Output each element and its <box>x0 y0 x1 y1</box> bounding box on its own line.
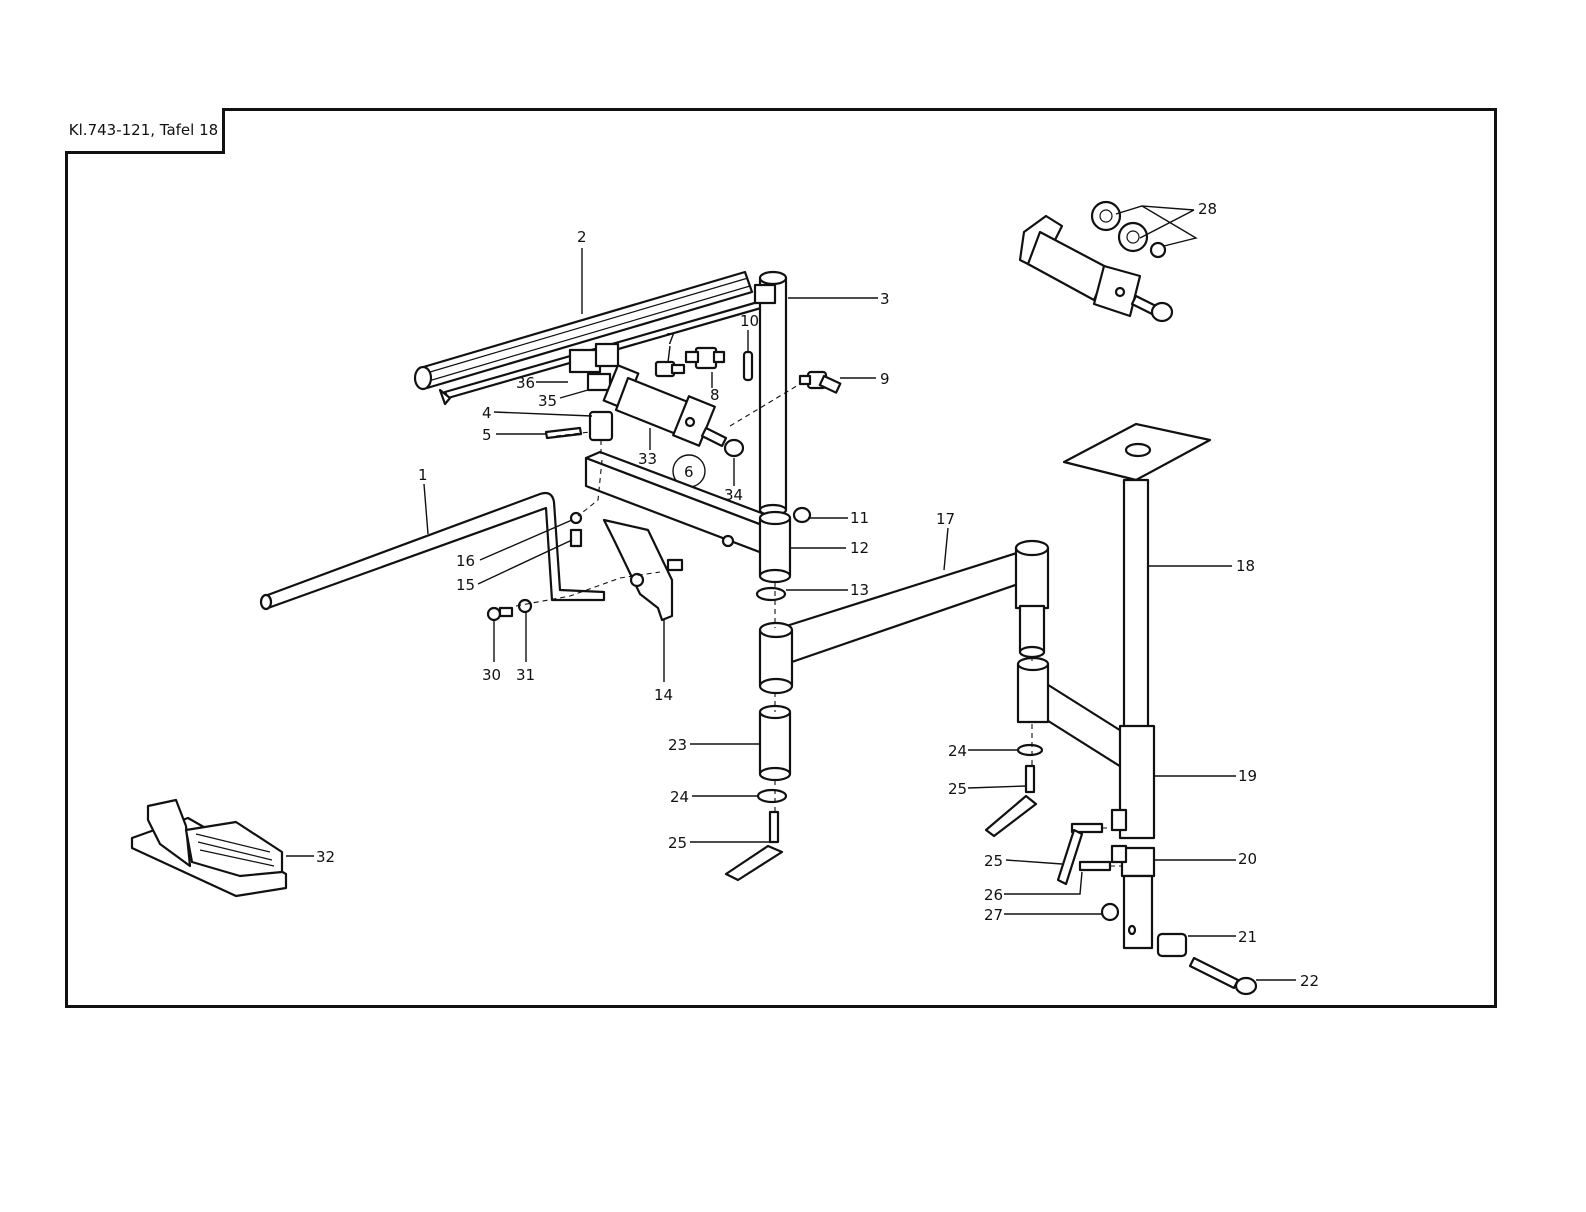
label-19: 19 <box>1238 767 1257 785</box>
label-31: 31 <box>516 666 535 684</box>
small-pin-part <box>546 428 581 438</box>
vertical-tube-part <box>755 272 786 515</box>
label-28: 28 <box>1198 200 1217 218</box>
label-35: 35 <box>538 392 557 410</box>
label-26: 26 <box>984 886 1003 904</box>
label-9: 9 <box>880 370 890 388</box>
pin-part <box>744 352 752 380</box>
label-8: 8 <box>710 386 720 404</box>
mounting-plate-part <box>604 520 682 620</box>
label-18: 18 <box>1236 557 1255 575</box>
long-arm-part <box>760 541 1048 693</box>
washer-31-part <box>519 600 531 612</box>
label-25-lower: 25 <box>984 852 1003 870</box>
label-20: 20 <box>1238 850 1257 868</box>
label-27: 27 <box>984 906 1003 924</box>
label-16: 16 <box>456 552 475 570</box>
screw-30-part <box>488 608 512 620</box>
collar-part <box>1112 846 1154 948</box>
nut-27-part <box>1102 904 1118 920</box>
label-17: 17 <box>936 510 955 528</box>
label-23: 23 <box>668 736 687 754</box>
bolt-22-part <box>1190 958 1256 994</box>
label-1: 1 <box>418 466 428 484</box>
label-3: 3 <box>880 290 890 308</box>
label-5: 5 <box>482 426 492 444</box>
screw-26-part <box>1080 862 1110 870</box>
label-6: 6 <box>684 463 694 481</box>
label-34: 34 <box>724 486 743 504</box>
ring-part <box>794 508 810 522</box>
label-13: 13 <box>850 581 869 599</box>
stand-post-part <box>1064 424 1210 728</box>
spacer-21-part <box>1158 934 1186 956</box>
foot-pedal-part <box>132 800 286 896</box>
label-12: 12 <box>850 539 869 557</box>
label-30: 30 <box>482 666 501 684</box>
label-7: 7 <box>666 330 676 348</box>
bracket-35-part <box>588 374 610 390</box>
block-4-part <box>590 412 612 440</box>
label-24-right: 24 <box>948 742 967 760</box>
label-24-left: 24 <box>670 788 689 806</box>
label-25-left: 25 <box>668 834 687 852</box>
label-4: 4 <box>482 404 492 422</box>
label-32: 32 <box>316 848 335 866</box>
clamp-lever-left-part <box>726 812 782 880</box>
label-36: 36 <box>516 374 535 392</box>
cylinder-kit-part <box>1020 202 1172 321</box>
clamp-lever-right-part <box>986 766 1036 836</box>
bushing-23-part <box>760 706 790 780</box>
bent-rod-part <box>261 493 604 609</box>
label-15: 15 <box>456 576 475 594</box>
label-2: 2 <box>577 228 587 246</box>
screw-15-part <box>571 530 581 546</box>
elbow-fitting-part <box>800 372 840 393</box>
cylinder-part <box>604 365 726 446</box>
label-10: 10 <box>740 312 759 330</box>
label-33: 33 <box>638 450 657 468</box>
washer-24-left-part <box>758 790 786 802</box>
fitting-8-part <box>686 348 724 368</box>
bushing-ring-part <box>757 588 785 600</box>
rod-eye-part <box>725 440 743 456</box>
fitting-7-part <box>656 362 684 376</box>
label-11: 11 <box>850 509 869 527</box>
label-25-right: 25 <box>948 780 967 798</box>
clamp-lever-upper-part <box>1058 824 1102 884</box>
washer-24-right-part <box>1018 745 1042 755</box>
label-22: 22 <box>1300 972 1319 990</box>
label-14: 14 <box>654 686 673 704</box>
label-21: 21 <box>1238 928 1257 946</box>
